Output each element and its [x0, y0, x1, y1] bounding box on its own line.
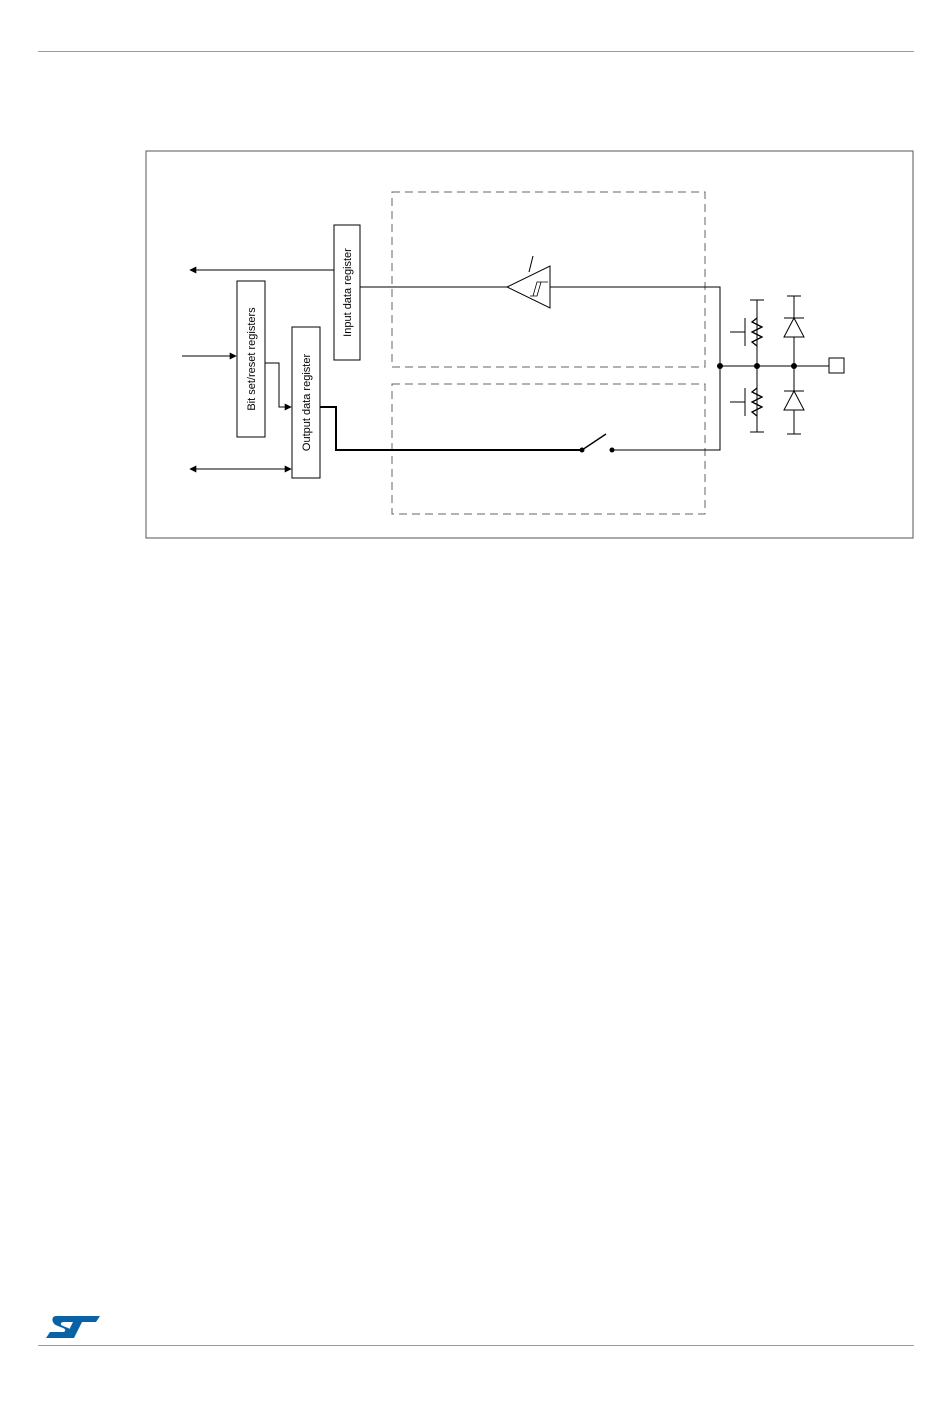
schmitt-trigger-icon	[507, 266, 550, 308]
upper-protection-diode-icon	[784, 318, 804, 337]
input-to-pin-wire	[550, 287, 720, 366]
footer-rule	[38, 1345, 914, 1346]
input-data-register-label: Input data register	[342, 248, 354, 337]
output-path-wire	[320, 407, 582, 450]
bit-set-reset-registers-label: Bit set/reset registers	[246, 307, 258, 411]
io-port-block-diagram: Input data register Bit set/reset regist…	[0, 0, 950, 600]
junction-dot-1	[717, 363, 723, 369]
bsrr-to-odr-link	[265, 363, 291, 407]
st-logo-icon	[44, 1312, 102, 1340]
lower-protection-diode-icon	[784, 391, 804, 410]
io-pin-pad	[829, 358, 844, 373]
schmitt-control-line	[529, 256, 533, 272]
switch-to-pin-wire	[612, 366, 720, 450]
output-data-register-label: Output data register	[301, 354, 313, 452]
output-switch-icon	[582, 434, 606, 450]
